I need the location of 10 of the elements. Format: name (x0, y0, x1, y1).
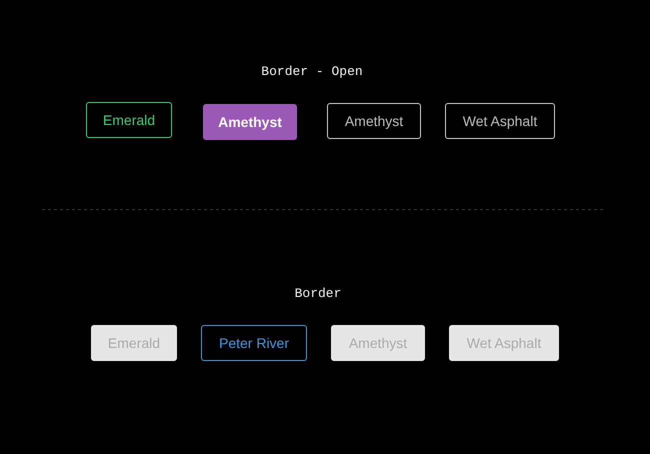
button: Wet Asphalt (445, 103, 555, 139)
button: Peter River (201, 325, 307, 361)
button: Amethyst (203, 104, 297, 140)
button: Emerald (91, 325, 177, 361)
section-heading: Border - Open (261, 64, 363, 79)
button: Amethyst (331, 325, 425, 361)
button: Wet Asphalt (449, 325, 559, 361)
button: Emerald (86, 102, 172, 138)
button: Amethyst (327, 103, 421, 139)
section-heading: Border (294, 286, 342, 301)
